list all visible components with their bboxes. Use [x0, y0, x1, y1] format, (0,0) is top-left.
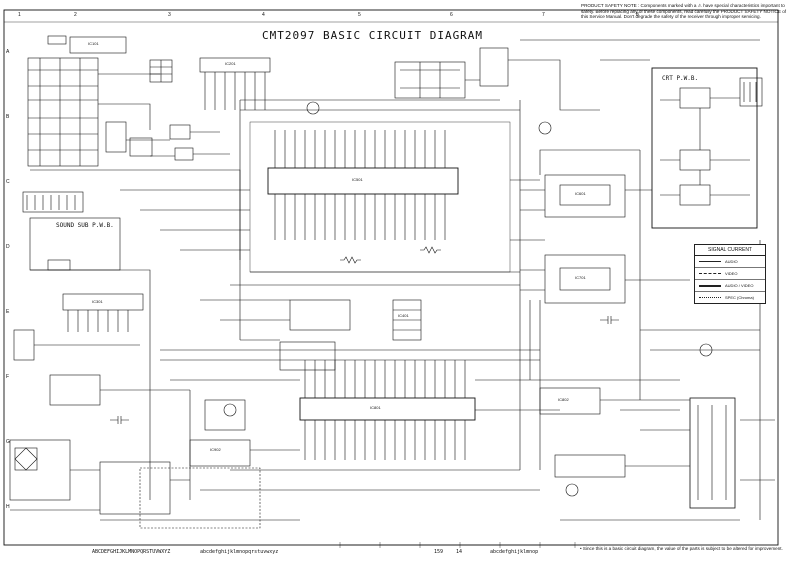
diagram-title: CMT2097 BASIC CIRCUIT DIAGRAM — [262, 29, 484, 42]
legend-label: VIDEO — [725, 271, 738, 276]
legend-row: SPEC (Chroma) — [695, 292, 765, 303]
row-letter: E — [6, 309, 10, 315]
row-letter: C — [6, 179, 10, 185]
row-letter: H — [6, 504, 10, 510]
column-number: 2 — [74, 12, 77, 18]
legend-label: AUDIO / VIDEO — [725, 283, 754, 288]
column-number: 8 — [636, 12, 639, 18]
column-number: 1 — [18, 12, 21, 18]
bottom-code: abcdefghijklmnop — [490, 549, 539, 555]
ic-label: IC301 — [92, 299, 103, 304]
column-number: 3 — [168, 12, 171, 18]
column-number: 6 — [450, 12, 453, 18]
legend-row: AUDIO / VIDEO — [695, 280, 765, 292]
legend-title: SIGNAL CURRENT — [695, 245, 765, 256]
bottom-code: 14 — [456, 549, 463, 555]
signal-legend: SIGNAL CURRENT AUDIO VIDEO AUDIO / VIDEO… — [694, 244, 766, 304]
column-number: 7 — [542, 12, 545, 18]
legend-row: AUDIO — [695, 256, 765, 268]
ic-label: IC401 — [398, 313, 409, 318]
ic-label: IC802 — [558, 397, 569, 402]
sound-board-label: SOUND SUB P.W.B. — [56, 222, 114, 229]
row-letter: B — [6, 114, 10, 120]
row-letter: D — [6, 244, 10, 250]
ic-label: IC701 — [575, 275, 586, 280]
legend-label: AUDIO — [725, 259, 738, 264]
bottom-code: ABCDEFGHIJKLMNOPQRSTUVWXYZ — [92, 549, 171, 555]
ic-label: IC201 — [225, 61, 236, 66]
footer-note: • Since this is a basic circuit diagram,… — [580, 546, 783, 551]
row-letter: A — [6, 49, 10, 55]
crt-board-label: CRT P.W.B. — [662, 75, 699, 82]
bottom-code: 159 — [434, 549, 444, 555]
ic-label: IC902 — [210, 447, 221, 452]
legend-label: SPEC (Chroma) — [725, 295, 754, 300]
safety-note: PRODUCT SAFETY NOTE : Components marked … — [581, 3, 787, 20]
row-letter: F — [6, 374, 10, 380]
column-number: 4 — [262, 12, 265, 18]
ic-label: IC501 — [352, 177, 363, 182]
legend-row: VIDEO — [695, 268, 765, 280]
ic-label: IC101 — [88, 41, 99, 46]
row-letter: G — [6, 439, 10, 445]
ic-label: IC801 — [370, 405, 381, 410]
ic-label: IC601 — [575, 191, 586, 196]
column-number: 5 — [358, 12, 361, 18]
bottom-code: abcdefghijklmnopqrstuvwxyz — [200, 549, 279, 555]
